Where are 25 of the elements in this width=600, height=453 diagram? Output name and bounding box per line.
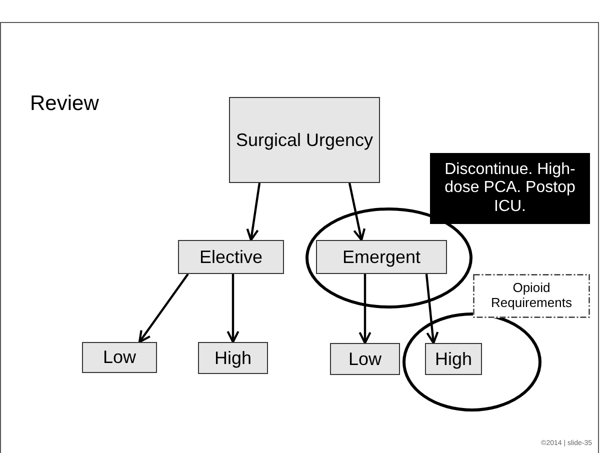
node-text: Low [348,348,382,370]
process-box [229,97,380,183]
note-box [430,153,590,224]
process-box [198,342,268,374]
process-box [425,343,482,375]
slide-title: Review [30,92,99,116]
arrow [138,273,189,344]
node-text: Discontinue. High-dose PCA. Postop ICU. [444,160,576,216]
process-box [82,342,157,373]
arrow [348,182,366,242]
arrow [226,274,240,344]
node-text: High [214,348,252,368]
node-text: Surgical Urgency [236,130,374,150]
process-box [330,343,400,375]
node-text: High [434,348,472,370]
arrow [358,274,372,344]
node-text: Opioid Requirements [490,281,573,311]
node-text: Emergent [342,246,421,268]
note-box [473,274,590,318]
arrow [246,182,261,242]
arrow [425,274,439,344]
process-box [178,240,284,274]
node-text: Low [102,347,136,368]
node-text: Elective [199,246,263,268]
process-box [316,240,447,274]
